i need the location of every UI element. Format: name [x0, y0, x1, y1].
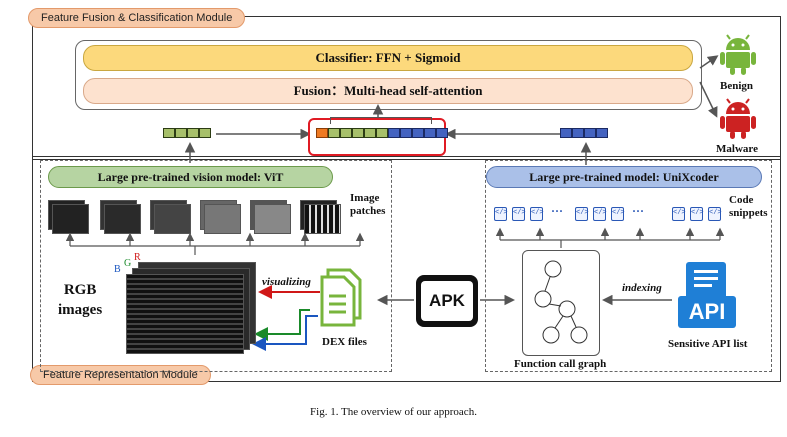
function-call-graph-label: Function call graph — [514, 358, 607, 370]
dex-files-label: DEX files — [322, 336, 367, 348]
image-patches-label: Image patches — [350, 192, 386, 217]
representation-module-tag: Feature Representation Module — [30, 365, 211, 385]
vision-model-bar: Large pre-trained vision model: ViT — [48, 166, 333, 188]
code-snippet-icon — [611, 207, 625, 221]
malware-label: Malware — [716, 143, 758, 155]
image-patch — [204, 204, 241, 234]
api-doc-shape — [686, 262, 726, 302]
fusion-tokens — [316, 128, 448, 138]
rgb-image — [126, 274, 244, 354]
fusion-bar: Fusion：Multi-head self-attention — [83, 78, 693, 104]
android-benign-icon — [720, 34, 756, 76]
figure-caption: Fig. 1. The overview of our approach. — [310, 406, 477, 418]
code-snippet-icon — [690, 207, 704, 221]
code-snippet-icon — [593, 207, 607, 221]
rgb-g-label: G — [124, 258, 132, 269]
image-patch — [104, 204, 141, 234]
code-snippets-label: Code snippets — [729, 194, 768, 219]
apk-icon: APK — [416, 275, 478, 327]
benign-label: Benign — [720, 80, 754, 92]
image-patch — [304, 204, 341, 234]
code-snippet-icon — [708, 207, 722, 221]
classifier-bar: Classifier: FFN + Sigmoid — [83, 45, 693, 71]
sensitive-api-list-label: Sensitive API list — [668, 338, 748, 350]
code-panel — [485, 160, 772, 372]
rgb-b-label: B — [114, 264, 121, 275]
api-icon: API — [678, 262, 738, 332]
representation-module-frame — [32, 156, 781, 382]
dex-files-icon — [318, 268, 366, 328]
fusion-token-bracket — [330, 117, 432, 124]
visualizing-label: visualizing — [262, 276, 311, 288]
vision-feature-tokens — [163, 128, 211, 138]
fusion-module-frame — [32, 16, 781, 160]
api-badge: API — [678, 296, 736, 328]
code-feature-tokens — [560, 128, 608, 138]
android-malware-icon — [720, 98, 756, 140]
code-snippet-icon — [672, 207, 686, 221]
function-call-graph — [522, 250, 600, 356]
code-snippet-icon — [575, 207, 589, 221]
snippet-ellipsis-1: ··· — [551, 204, 564, 218]
vision-panel — [40, 160, 392, 372]
indexing-label: indexing — [622, 282, 662, 294]
fusion-module-tag: Feature Fusion & Classification Module — [28, 8, 246, 28]
image-patch — [52, 204, 89, 234]
snippet-ellipsis-2: ··· — [632, 204, 645, 218]
rgb-images-label: RGB images — [58, 282, 103, 318]
apk-icon-inner: APK — [421, 281, 473, 321]
image-patch — [254, 204, 291, 234]
code-snippet-icon — [512, 207, 526, 221]
code-snippet-icon — [494, 207, 508, 221]
code-snippet-icon — [530, 207, 544, 221]
rgb-r-label: R — [134, 252, 141, 263]
image-patch — [154, 204, 191, 234]
code-model-bar: Large pre-trained model: UniXcoder — [486, 166, 762, 188]
